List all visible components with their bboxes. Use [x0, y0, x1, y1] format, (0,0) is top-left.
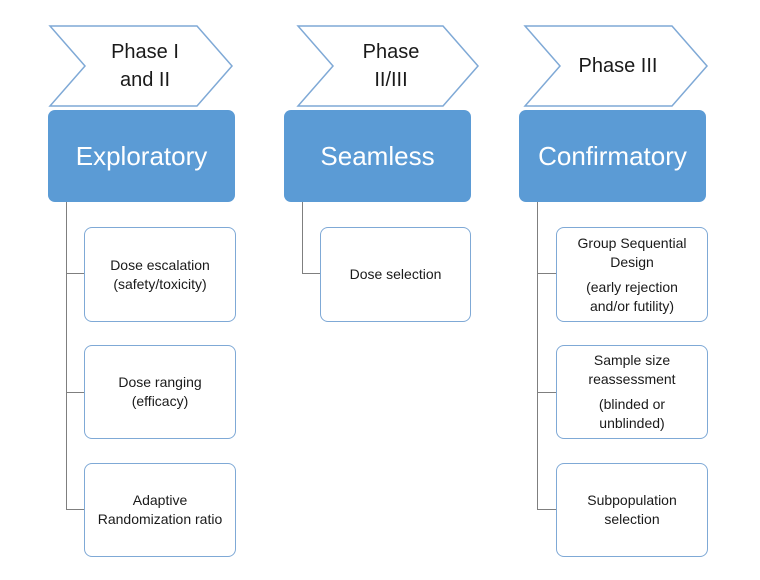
connector-branch-1c	[66, 509, 85, 510]
phase-label-3: Phase III	[578, 55, 658, 77]
item-text-line: unblinded)	[599, 415, 665, 431]
item-text-line: Adaptive	[132, 492, 188, 508]
item-sample-size-reassessment: Sample size reassessment (blinded or unb…	[556, 345, 708, 439]
item-text-line: Sample size	[593, 352, 671, 368]
item-text-line: Dose ranging	[118, 374, 202, 390]
connector-branch-3b	[537, 392, 557, 393]
category-header-confirmatory: Confirmatory	[519, 110, 706, 202]
connector-branch-1b	[66, 392, 85, 393]
phase-label-1: Phase I and II	[111, 41, 179, 91]
phase-label-2: Phase II/III	[362, 41, 420, 91]
item-text-line: and/or futility)	[589, 297, 675, 314]
item-text-line: Design	[610, 253, 654, 270]
item-text-line: (early rejection	[586, 278, 678, 295]
item-subpopulation-selection: Subpopulation selection	[556, 463, 708, 557]
item-dose-escalation: Dose escalation (safety/toxicity)	[84, 227, 236, 322]
connector-branch-3c	[537, 509, 557, 510]
item-text-line: Randomization ratio	[97, 511, 223, 527]
connector-trunk-1	[66, 202, 67, 510]
item-group-sequential-design: Group Sequential Design (early rejection…	[556, 227, 708, 322]
item-text-line: reassessment	[588, 371, 676, 387]
phase-chevron-3	[523, 25, 708, 107]
item-adaptive-randomization: Adaptive Randomization ratio	[84, 463, 236, 557]
category-header-seamless: Seamless	[284, 110, 471, 202]
item-text-line: Dose escalation	[110, 256, 210, 273]
item-dose-ranging: Dose ranging (efficacy)	[84, 345, 236, 439]
connector-trunk-2	[302, 202, 303, 274]
item-text-line: Group Sequential	[577, 234, 687, 251]
connector-branch-2a	[302, 273, 321, 274]
item-text-line: (efficacy)	[131, 393, 189, 409]
connector-branch-3a	[537, 273, 557, 274]
item-text-line: Subpopulation	[587, 492, 677, 508]
phase-chevron-1	[48, 25, 233, 107]
item-text-line: selection	[604, 511, 660, 527]
connector-trunk-3	[537, 202, 538, 510]
phase-chevron-2	[296, 25, 479, 107]
item-text-line: (safety/toxicity)	[113, 275, 207, 292]
item-text-line: (blinded or	[598, 396, 666, 412]
connector-branch-1a	[66, 273, 85, 274]
item-text-line: Dose selection	[349, 266, 442, 282]
category-header-exploratory: Exploratory	[48, 110, 235, 202]
item-dose-selection: Dose selection	[320, 227, 471, 322]
